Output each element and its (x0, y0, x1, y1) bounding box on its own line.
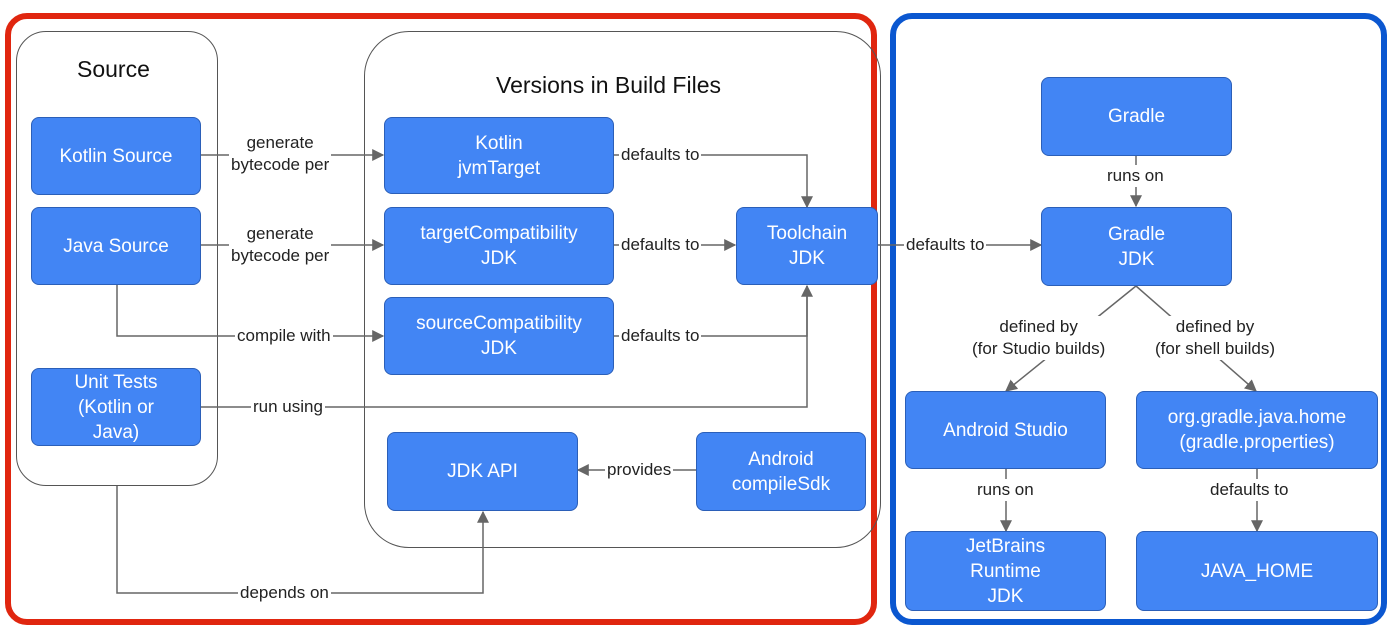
android-compilesdk-box: Android compileSdk (696, 432, 866, 511)
java-source-box: Java Source (31, 207, 201, 285)
source-group-title: Source (77, 56, 150, 82)
kotlin-source-box: Kotlin Source (31, 117, 201, 195)
edge-label-java-home-defaults: defaults to (1208, 479, 1291, 501)
edge-label-defined-shell: defined by (for shell builds) (1153, 316, 1277, 360)
edge-label-source-compat-defaults: defaults to (619, 325, 702, 347)
jdk-compile-frame (5, 13, 877, 625)
edge-label-gradle-runs-on: runs on (1105, 165, 1166, 187)
edge-label-compile-with: compile with (235, 325, 333, 347)
edge-label-run-using: run using (251, 396, 325, 418)
target-compatibility-box: targetCompatibility JDK (384, 207, 614, 285)
gradle-jdk-box: Gradle JDK (1041, 207, 1232, 286)
org-gradle-java-home-box: org.gradle.java.home (gradle.properties) (1136, 391, 1378, 469)
android-studio-box: Android Studio (905, 391, 1106, 469)
versions-group (364, 31, 881, 548)
edge-label-defined-studio: defined by (for Studio builds) (970, 316, 1108, 360)
versions-group-title: Versions in Build Files (496, 72, 721, 98)
edge-label-depends-on: depends on (238, 582, 331, 604)
edge-label-toolchain-defaults: defaults to (904, 234, 987, 256)
edge-label-studio-runs-on: runs on (975, 479, 1036, 501)
gradle-runtime-frame (890, 13, 1387, 625)
edge-label-target-compat-defaults: defaults to (619, 234, 702, 256)
jetbrains-runtime-jdk-box: JetBrains Runtime JDK (905, 531, 1106, 611)
unit-tests-box: Unit Tests (Kotlin or Java) (31, 368, 201, 446)
source-compatibility-box: sourceCompatibility JDK (384, 297, 614, 375)
edge-label-provides: provides (605, 459, 674, 481)
java-home-box: JAVA_HOME (1136, 531, 1378, 611)
toolchain-jdk-box: Toolchain JDK (736, 207, 878, 285)
edge-label-generate-kotlin: generate bytecode per (229, 132, 332, 176)
kotlin-jvmtarget-box: Kotlin jvmTarget (384, 117, 614, 194)
edge-label-jvmtarget-defaults: defaults to (619, 144, 702, 166)
edge-label-generate-java: generate bytecode per (229, 223, 332, 267)
jdk-api-box: JDK API (387, 432, 578, 511)
source-group (16, 31, 218, 486)
gradle-box: Gradle (1041, 77, 1232, 156)
